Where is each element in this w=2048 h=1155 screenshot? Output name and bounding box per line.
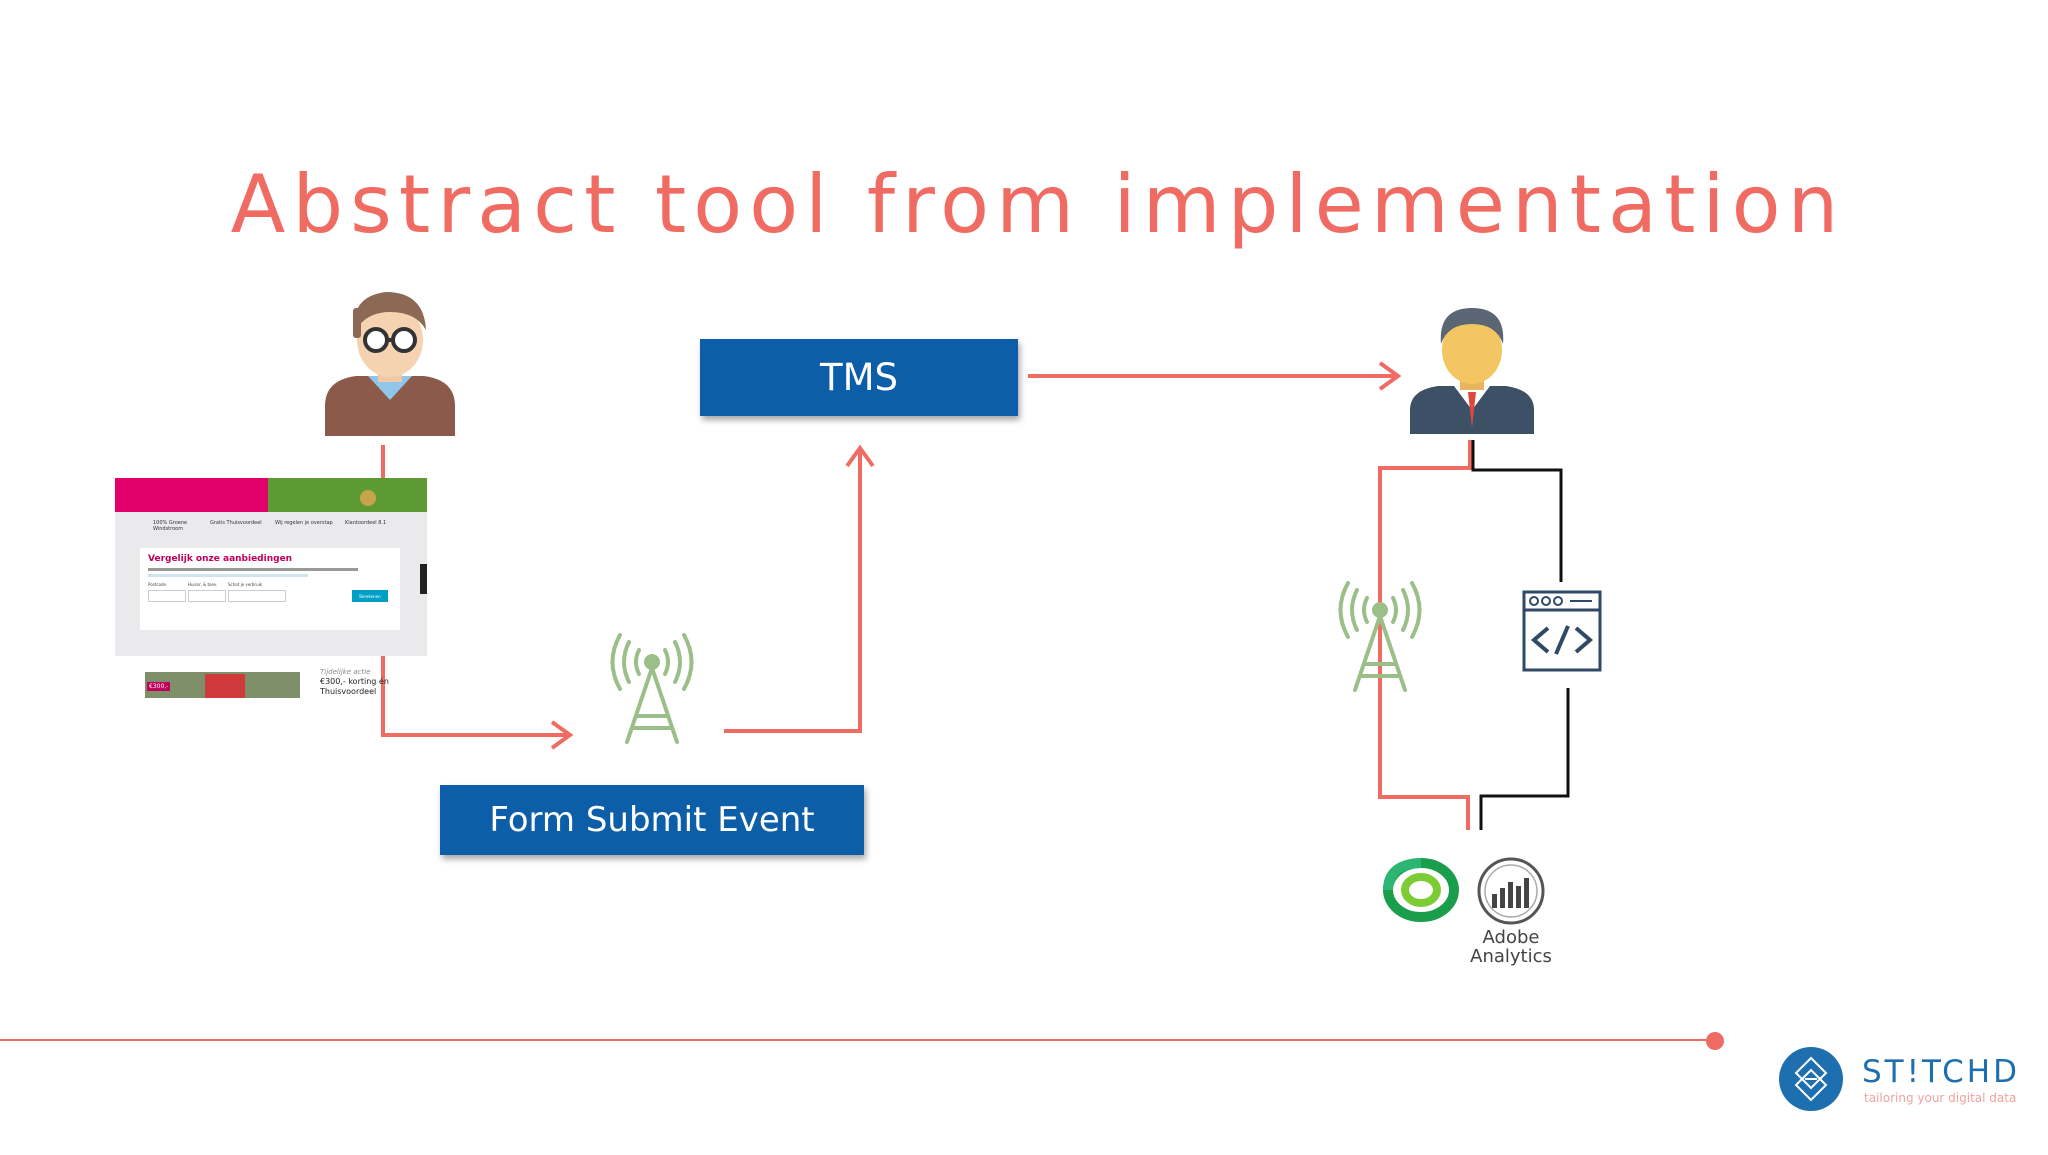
feature-4: Klantoordeel 8.1 (345, 520, 387, 526)
promo-line-1: €300,- korting én (320, 677, 389, 686)
feature-1: 100% Groene Windstroom (153, 520, 188, 532)
field-1-label: Postcode (148, 582, 167, 587)
adobe-analytics-label: Adobe Analytics (1456, 928, 1566, 966)
website-calculate-button: Berekenen (352, 590, 388, 602)
line-code-to-adobe (1479, 688, 1570, 830)
adobe-label-line-1: Adobe (1482, 927, 1540, 948)
brand-tagline: tailoring your digital data (1864, 1091, 2017, 1105)
promo-label: Tijdelijke actie (320, 668, 371, 676)
website-promo: €300,- Tijdelijke actie €300,- korting é… (145, 668, 415, 698)
website-screenshot: 100% Groene Windstroom Gratis Thuisvoord… (115, 478, 427, 656)
promo-badge: €300,- (147, 682, 171, 691)
promo-line-2: Thuisvoordeel (320, 687, 377, 696)
timeline-dot (1706, 1032, 1724, 1050)
line-user-to-code (1471, 440, 1563, 582)
developer-avatar-icon (325, 292, 455, 436)
google-tag-manager-icon (1383, 858, 1459, 922)
code-window-icon (1522, 590, 1602, 672)
field-2-label: Huisnr. & toev. (188, 582, 218, 587)
field-3-label: Schat je verbruik (228, 582, 263, 587)
feature-3: Wij regelen je overstap (275, 520, 333, 526)
business-user-avatar-icon (1410, 308, 1534, 434)
stitchd-logo-icon (1779, 1047, 1843, 1111)
feature-2: Gratis Thuisvoordeel (210, 520, 262, 526)
brand-name: ST!TCHD (1862, 1054, 2020, 1090)
adobe-label-line-2: Analytics (1470, 946, 1552, 967)
antenna-icon (610, 633, 694, 744)
form-submit-event-box: Form Submit Event (440, 785, 864, 855)
website-heading: Vergelijk onze aanbiedingen (148, 554, 293, 564)
tms-box: TMS (700, 339, 1018, 416)
line-user-to-gtm (1378, 440, 1472, 830)
antenna-icon (1338, 581, 1422, 692)
arrow-event-to-tms (724, 450, 862, 733)
adobe-analytics-icon (1477, 857, 1545, 925)
slide-title: Abstract tool from implementation (230, 158, 1846, 251)
